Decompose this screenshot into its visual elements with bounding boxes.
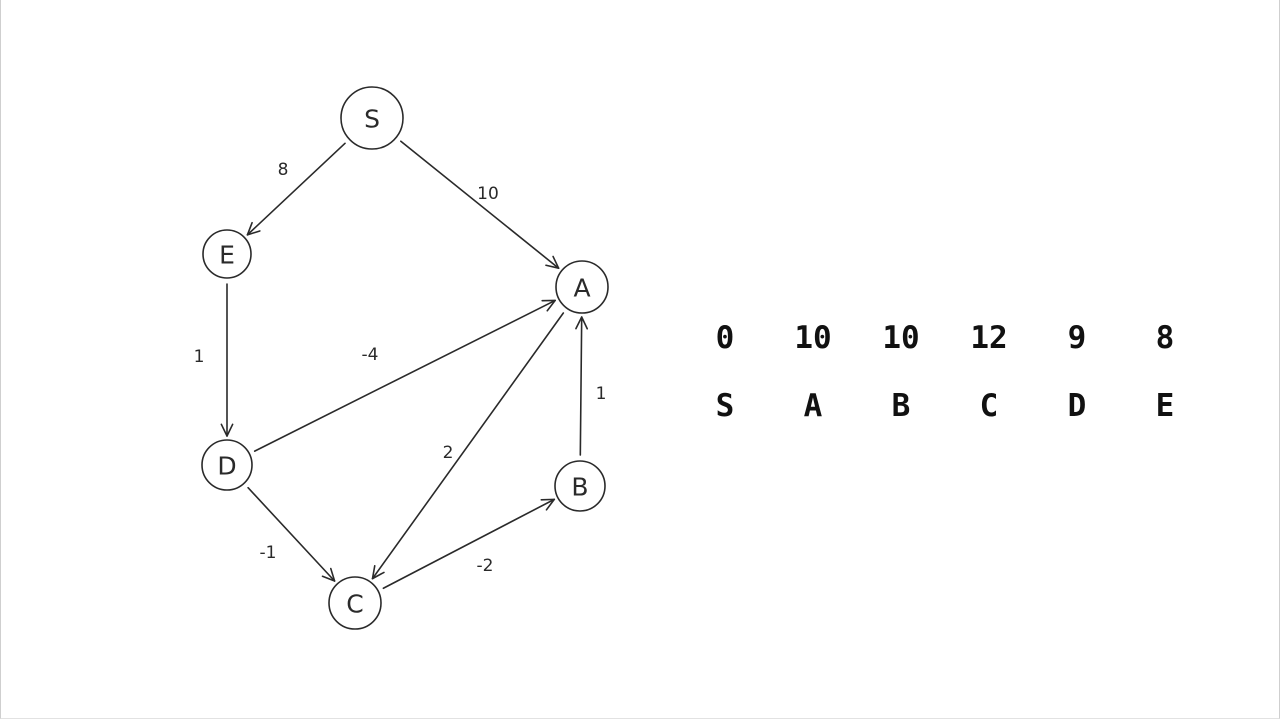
vertex-label-e: E: [1155, 388, 1175, 424]
arrowhead-a-c: [371, 565, 385, 580]
distance-value-c: 12: [970, 320, 1008, 356]
node-label-s: S: [364, 105, 380, 134]
edge-b-a: [575, 316, 589, 456]
vertex-label-c: C: [979, 388, 999, 424]
node-circle-a: [555, 260, 609, 314]
edge-weight-s-a: 10: [477, 184, 499, 204]
edge-e-d: [220, 283, 234, 437]
distance-value-a: 10: [794, 320, 832, 356]
edge-line-d-c: [247, 486, 336, 582]
node-circle-s: [340, 86, 404, 150]
node-label-d: D: [217, 452, 236, 481]
node-circle-c: [328, 576, 382, 630]
edge-line-b-a: [579, 316, 583, 456]
edge-weight-d-c: -1: [260, 543, 277, 563]
vertex-label-d: D: [1067, 388, 1087, 424]
arrowhead-d-c: [321, 567, 336, 582]
node-label-b: B: [571, 473, 588, 502]
node-label-e: E: [219, 241, 235, 270]
arrowhead-c-b: [540, 498, 556, 511]
edge-line-s-a: [400, 140, 560, 269]
edge-a-c: [371, 312, 565, 580]
node-label-c: C: [346, 590, 363, 619]
edge-line-c-b: [382, 498, 556, 590]
arrowhead-s-e: [246, 221, 261, 236]
node-circle-d: [201, 439, 253, 491]
node-circle-b: [554, 460, 606, 512]
edge-weight-e-d: 1: [194, 347, 205, 367]
edge-line-s-e: [246, 142, 346, 236]
edge-line-a-c: [371, 312, 565, 580]
edge-weights-layer: 8 10 1 -4 2 1 -1 -2: [194, 160, 607, 576]
vertex-label-a: A: [803, 388, 823, 424]
node-c: C: [328, 576, 382, 630]
arrowhead-d-a: [541, 299, 556, 312]
edge-weight-a-c: 2: [443, 443, 454, 463]
node-e: E: [202, 229, 252, 279]
vertex-label-b: B: [891, 388, 911, 424]
node-s: S: [340, 86, 404, 150]
edge-weight-d-a: -4: [362, 345, 379, 365]
edge-d-a: [253, 299, 556, 452]
nodes-layer: S E A D B C: [201, 86, 609, 630]
distance-value-s: 0: [715, 320, 735, 356]
node-d: D: [201, 439, 253, 491]
arrowhead-e-d: [220, 423, 234, 437]
distance-value-b: 10: [882, 320, 920, 356]
node-b: B: [554, 460, 606, 512]
arrowhead-s-a: [545, 255, 560, 269]
edge-line-d-a: [253, 299, 556, 452]
edge-weight-s-e: 8: [278, 160, 289, 180]
edge-weight-b-a: 1: [596, 384, 607, 404]
distance-value-d: 9: [1067, 320, 1087, 356]
node-a: A: [555, 260, 609, 314]
vertex-label-s: S: [715, 388, 735, 424]
edges-layer: [220, 140, 589, 590]
edge-s-e: [246, 142, 346, 236]
edge-d-c: [247, 486, 336, 582]
arrowhead-b-a: [575, 316, 589, 330]
edge-s-a: [400, 140, 560, 269]
edge-c-b: [382, 498, 556, 590]
node-label-a: A: [573, 274, 590, 303]
node-circle-e: [202, 229, 252, 279]
edge-weight-c-b: -2: [477, 556, 494, 576]
distance-value-e: 8: [1155, 320, 1175, 356]
